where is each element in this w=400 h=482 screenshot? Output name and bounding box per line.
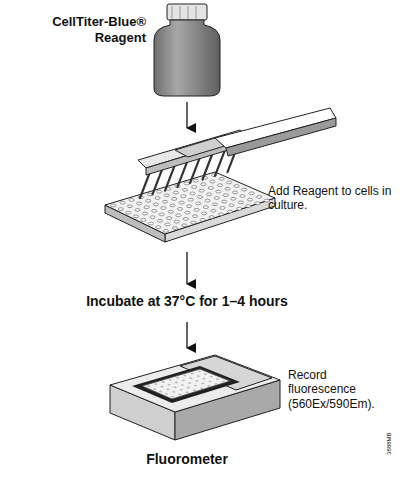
step-heading: Incubate at 37°C for 1–4 hours <box>40 293 334 310</box>
figure-code: 3888MB <box>386 424 393 464</box>
product-label: CellTiter-Blue® Reagent <box>18 14 146 45</box>
flow-arrow <box>186 322 187 348</box>
flow-arrow <box>186 252 187 284</box>
fluorometer-instrument <box>110 355 280 440</box>
reagent-bottle <box>154 4 220 96</box>
instrument-label: Fluorometer <box>100 451 274 468</box>
flow-arrow <box>186 102 187 128</box>
step-note: Add Reagent to cells in culture. <box>268 184 393 213</box>
step-note: Record fluorescence (560Ex/590Em). <box>288 368 392 411</box>
